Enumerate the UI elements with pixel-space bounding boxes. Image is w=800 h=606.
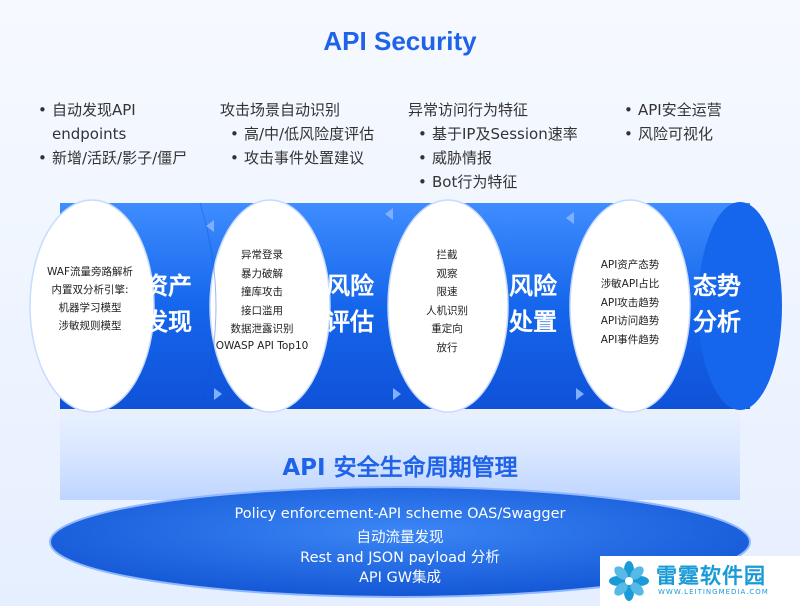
base-line: Policy enforcement-API scheme OAS/Swagge… xyxy=(234,506,566,522)
stage-item: 放行 xyxy=(436,342,458,354)
base-disc xyxy=(49,486,751,598)
stage-asset-discovery xyxy=(29,199,155,413)
bullet-item: 基于IP及Session速率 xyxy=(416,122,608,146)
stage-risk-response xyxy=(387,199,509,413)
page-title: API Security xyxy=(323,26,477,56)
bullet-item: 风险可视化 xyxy=(622,122,792,146)
base-line: Rest and JSON payload 分析 xyxy=(300,550,500,566)
watermark-logo: 雷霆软件园 WWW.LEITINGMEDIA.COM xyxy=(600,556,800,606)
stage-label-line: 处置 xyxy=(509,308,557,336)
stage-risk-assessment xyxy=(209,199,331,413)
stage-item: 异常登录 xyxy=(241,249,283,261)
bullet-item: Bot行为特征 xyxy=(416,170,608,194)
arrow-top-2 xyxy=(385,208,393,220)
stage-item: WAF流量旁路解析 xyxy=(46,266,134,278)
stage-item: 内置双分析引擎: xyxy=(51,284,129,296)
watermark-name: 雷霆软件园 xyxy=(656,564,766,588)
base-line: 自动流量发现 xyxy=(356,530,444,546)
flower-icon xyxy=(609,561,649,601)
stage-item: 撞库攻击 xyxy=(241,286,283,299)
stage-label-line: 评估 xyxy=(326,308,374,336)
stage-item: 接口滥用 xyxy=(241,304,283,317)
stage-item: 涉敏规则模型 xyxy=(58,320,122,332)
stage-item: API事件趋势 xyxy=(600,334,660,347)
arrows-bottom xyxy=(214,388,584,400)
stage-label-response: 风险 处置 xyxy=(501,268,565,340)
arrow-top-3 xyxy=(566,212,574,224)
bullet-column-assessment: 攻击场景自动识别高/中/低风险度评估攻击事件处置建议 xyxy=(220,98,410,170)
bullet-item: API安全运营 xyxy=(622,98,792,122)
bullet-item: endpoints xyxy=(52,125,127,143)
bullet-item: 攻击事件处置建议 xyxy=(228,146,410,170)
stage-item: 人机识别 xyxy=(426,304,468,317)
stage-item: 暴力破解 xyxy=(241,267,283,280)
bullet-column-response: 异常访问行为特征基于IP及Session速率威胁情报Bot行为特征 xyxy=(408,98,608,194)
stage-item: OWASP API Top10 xyxy=(215,340,309,352)
stage-label-line: 分析 xyxy=(693,308,741,336)
stage-label-line: 风险 xyxy=(509,272,557,300)
arrow-top-1 xyxy=(206,220,214,232)
stage-label-asset: 资产 发现 xyxy=(136,268,200,340)
stage-label-line: 资产 xyxy=(144,272,192,300)
lifecycle-subtitle: API 安全生命周期管理 xyxy=(282,455,518,481)
base-line: API GW集成 xyxy=(358,570,442,586)
bullet-item: 自动发现API xyxy=(36,98,216,122)
column-heading: 异常访问行为特征 xyxy=(408,101,529,119)
column-heading: 攻击场景自动识别 xyxy=(220,101,341,119)
bullet-column-asset: 自动发现API endpoints 新增/活跃/影子/僵尸 xyxy=(36,98,216,170)
stage-item: 数据泄露识别 xyxy=(230,323,294,336)
stage-item: 涉敏API占比 xyxy=(600,277,660,290)
stage-posture-analysis xyxy=(569,199,782,413)
stage-label-line: 态势 xyxy=(693,272,741,300)
stage-label-line: 发现 xyxy=(144,308,192,336)
arrows-top xyxy=(206,208,574,232)
bullet-item: 威胁情报 xyxy=(416,146,608,170)
bullet-item: 高/中/低风险度评估 xyxy=(228,122,410,146)
bullet-column-analysis: API安全运营风险可视化 xyxy=(622,98,792,146)
watermark-url: WWW.LEITINGMEDIA.COM xyxy=(658,588,769,596)
stage-label-assessment: 风险 评估 xyxy=(318,268,382,340)
stage-item: 重定向 xyxy=(431,323,463,336)
bullet-item: 新增/活跃/影子/僵尸 xyxy=(36,146,216,170)
stage-label-line: 风险 xyxy=(326,272,374,300)
stage-item: API资产态势 xyxy=(600,259,660,271)
arrow-bottom-3 xyxy=(576,388,584,400)
stage-item: API访问趋势 xyxy=(600,315,660,328)
stage-label-analysis: 态势 分析 xyxy=(685,268,749,340)
stage-item: 拦截 xyxy=(436,249,458,261)
stage-item: API攻击趋势 xyxy=(600,296,660,309)
stage-item: 机器学习模型 xyxy=(58,302,122,314)
stage-item: 限速 xyxy=(436,286,458,299)
stage-item: 观察 xyxy=(436,267,458,280)
glow-band xyxy=(60,400,740,500)
arrow-bottom-1 xyxy=(214,388,222,400)
arrow-bottom-2 xyxy=(393,388,401,400)
